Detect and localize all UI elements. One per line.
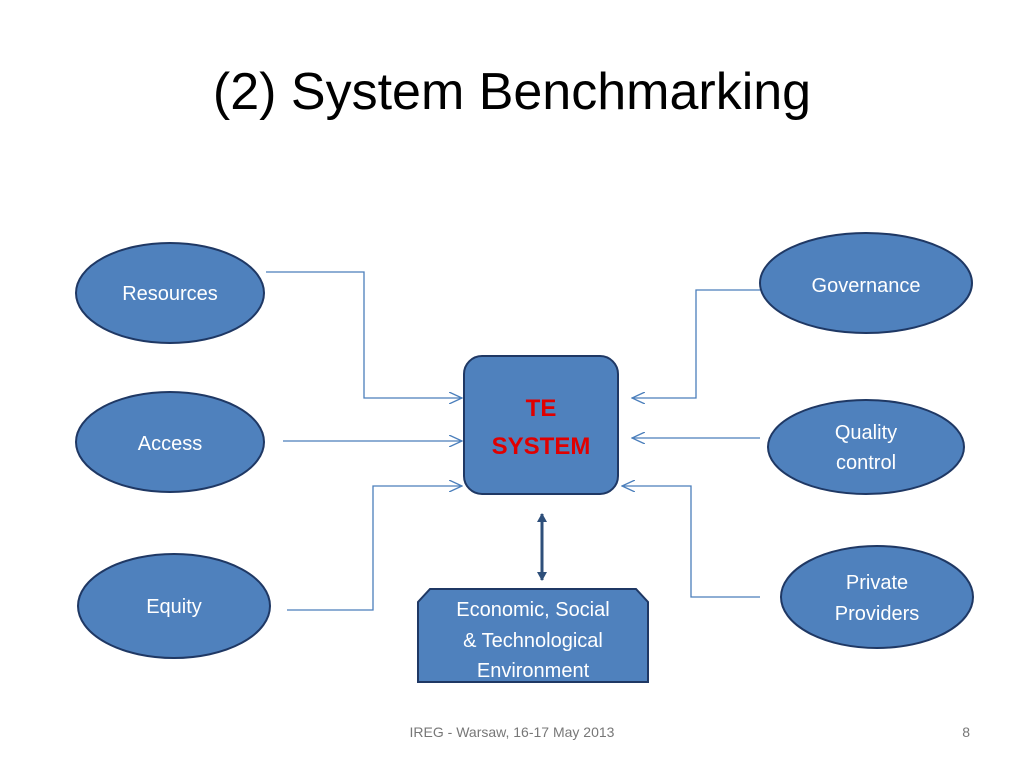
- page-number: 8: [962, 724, 970, 740]
- node-environment: Economic, Social & Technological Environ…: [417, 588, 649, 683]
- node-private-providers: Private Providers: [780, 545, 974, 649]
- node-environment-line-1: Economic, Social: [456, 599, 609, 621]
- node-private-line-2: Providers: [835, 603, 919, 625]
- node-governance: Governance: [759, 232, 973, 334]
- slide-title: (2) System Benchmarking: [212, 63, 812, 121]
- connector-resources: [266, 271, 462, 398]
- node-equity-label: Equity: [146, 596, 202, 618]
- connector-equity: [287, 486, 462, 611]
- node-governance-label: Governance: [812, 275, 921, 297]
- node-equity: Equity: [77, 553, 271, 659]
- node-private-line-1: Private: [846, 572, 908, 594]
- node-resources: Resources: [75, 242, 265, 344]
- connector-governance: [632, 289, 760, 398]
- node-quality-control: Quality control: [767, 399, 965, 495]
- te-system-line-1: TE: [526, 395, 557, 422]
- node-environment-line-2: & Technological: [463, 630, 603, 652]
- node-access: Access: [75, 391, 265, 493]
- node-quality-line-2: control: [836, 452, 896, 474]
- te-system-line-2: SYSTEM: [492, 433, 591, 460]
- te-system-box: TE SYSTEM: [463, 355, 619, 495]
- node-environment-line-3: Environment: [477, 660, 590, 682]
- connector-private: [622, 486, 760, 598]
- node-resources-label: Resources: [122, 283, 218, 305]
- node-quality-line-1: Quality: [835, 422, 897, 444]
- node-access-label: Access: [138, 433, 202, 455]
- slide-footer: IREG - Warsaw, 16-17 May 2013: [409, 724, 615, 740]
